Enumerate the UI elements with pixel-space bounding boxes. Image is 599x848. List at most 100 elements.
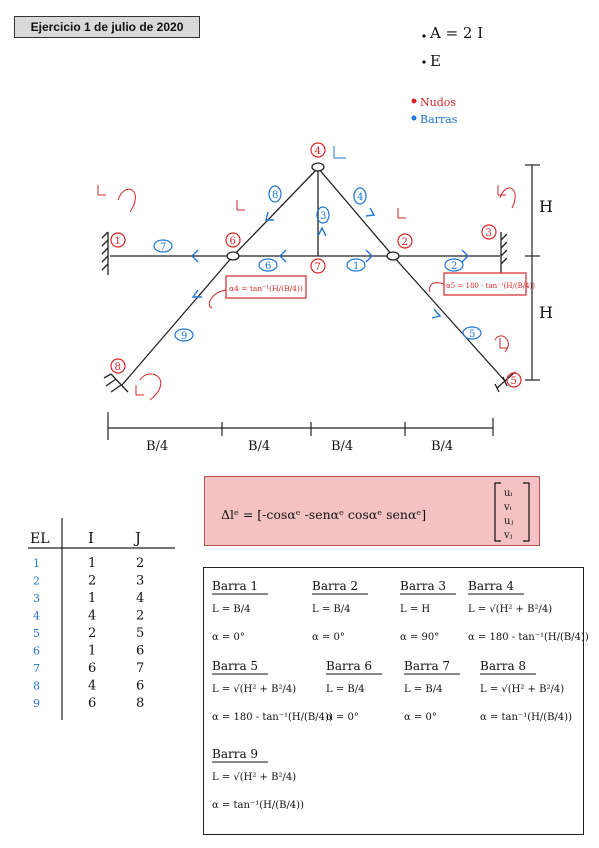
barra-name: Barra 7 — [404, 659, 450, 673]
svg-text:2: 2 — [451, 261, 457, 272]
node-2-label: 2 — [397, 233, 413, 249]
local-axes — [97, 146, 516, 401]
svg-text:1: 1 — [353, 261, 359, 272]
dim-b4-3: B/4 — [331, 439, 353, 454]
barra-name: Barra 5 — [212, 659, 258, 673]
table-cell-j: 7 — [136, 661, 144, 676]
barra-angle: α = 0° — [326, 712, 359, 723]
table-cell-el: 9 — [33, 697, 40, 710]
barra-angle: α = 0° — [404, 712, 437, 723]
barra-length: L = √(H² + B²/4) — [480, 684, 564, 695]
table-cell-i: 4 — [88, 679, 96, 694]
node-8-label: 8 — [110, 358, 126, 374]
barra-name: Barra 9 — [212, 747, 258, 761]
angle-4-text: α4 = tan⁻¹(H/(B/4)) — [229, 284, 303, 293]
bar-7-label: 7 — [153, 239, 173, 253]
barra-length: L = B/4 — [404, 684, 442, 695]
table-cell-j: 2 — [136, 609, 144, 624]
table-cell-i: 6 — [88, 696, 96, 711]
svg-text:8: 8 — [272, 190, 278, 201]
param-area: A = 2 I — [429, 24, 483, 42]
svg-text:3: 3 — [320, 211, 326, 222]
svg-text:7: 7 — [315, 262, 321, 273]
node-1-label: 1 — [110, 232, 126, 248]
table-cell-el: 3 — [33, 592, 40, 605]
barra-card: Barra 2 L = B/4 α = 0° — [312, 579, 368, 643]
table-cell-i: 1 — [88, 591, 96, 606]
barra-card: Barra 3L = Hα = 90° — [400, 579, 456, 643]
barra-angle: α = tan⁻¹(H/(B/4)) — [212, 800, 304, 811]
table-cell-el: 7 — [33, 662, 40, 675]
param-e: E — [430, 52, 441, 70]
table-cell-el: 1 — [33, 557, 40, 570]
table-cell-el: 4 — [33, 610, 40, 623]
barra-length: L = √(H² + B²/4) — [468, 604, 552, 615]
svg-text:3: 3 — [486, 228, 492, 239]
barra-angle: α = 0° — [312, 632, 345, 643]
vector-ui: uᵢ — [504, 488, 512, 499]
table-cell-i: 1 — [88, 556, 96, 571]
bar-8-label: 8 — [268, 185, 282, 203]
barra-angle: α = 180 - tan⁻¹(H/(B/4)) — [212, 712, 333, 723]
member-6-8 — [121, 255, 234, 386]
svg-text:7: 7 — [160, 242, 166, 253]
member-4-2 — [317, 167, 394, 257]
bar-6-label: 6 — [258, 258, 278, 272]
barra-card: Barra 4L = √(H² + B²/4)α = 180 - tan⁻¹(H… — [468, 579, 589, 643]
svg-text:2: 2 — [402, 237, 408, 248]
barra-length: L = √(H² + B²/4) — [212, 772, 296, 783]
svg-text:4: 4 — [357, 192, 363, 203]
barra-length: L = B/4 — [312, 604, 350, 615]
table-cell-j: 3 — [136, 574, 144, 589]
barra-name: Barra 6 — [326, 659, 372, 673]
barras-summary-box: Barra 1 L = B/4 α = 0° Barra 2 L = B/4 α = 0°… — [203, 567, 589, 835]
bar-5-label: 5 — [462, 326, 482, 340]
svg-text:8: 8 — [115, 362, 121, 373]
node-6-label: 6 — [225, 232, 241, 248]
barra-name: Barra 2 — [312, 579, 358, 593]
table-cell-el: 5 — [33, 627, 40, 640]
legend-nudos: Nudos — [420, 96, 456, 109]
barra-name: Barra 1 — [212, 579, 258, 593]
table-header-i: I — [88, 529, 94, 547]
table-cell-i: 1 — [88, 644, 96, 659]
hinge-node-6 — [226, 251, 240, 261]
formula-text: Δlᵉ = [-cosαᵉ -senαᵉ cosαᵉ senαᵉ] — [221, 507, 426, 522]
page-title: Ejercicio 1 de julio de 2020 — [14, 16, 200, 38]
vector-vj: vⱼ — [503, 530, 513, 541]
table-cell-j: 5 — [136, 626, 144, 641]
barra-card: Barra 5L = √(H² + B²/4)α = 180 - tan⁻¹(H… — [212, 659, 333, 723]
legend-barras: Barras — [420, 113, 458, 126]
table-cell-i: 6 — [88, 661, 96, 676]
table-cell-j: 6 — [136, 679, 144, 694]
svg-text:6: 6 — [230, 236, 236, 247]
dim-h-upper: H — [539, 197, 553, 216]
dim-b4-1: B/4 — [146, 439, 168, 454]
barra-card: Barra 9 L = √(H² + B²/4) α = tan⁻¹(H/(B/4)… — [212, 747, 304, 811]
svg-text:6: 6 — [265, 261, 271, 272]
dim-h-lower: H — [539, 303, 553, 322]
bar-9-label: 9 — [174, 328, 194, 342]
node-4-label: 4 — [310, 142, 326, 158]
angle-4-box — [225, 275, 307, 299]
barra-angle: α = 0° — [212, 632, 245, 643]
table-cell-el: 8 — [33, 680, 40, 693]
dim-b4-2: B/4 — [248, 439, 270, 454]
table-cell-j: 4 — [136, 591, 144, 606]
node-5-label: 5 — [506, 372, 522, 388]
hinge-node-2 — [386, 251, 400, 261]
table-cell-j: 2 — [136, 556, 144, 571]
table-header-el: EL — [30, 531, 50, 547]
bar-1-label: 1 — [346, 258, 366, 272]
barra-angle: α = 180 - tan⁻¹(H/(B/4)) — [468, 632, 589, 643]
barra-length: L = H — [400, 604, 430, 615]
vector-uj: uⱼ — [504, 516, 513, 527]
table-cell-el: 2 — [33, 575, 40, 588]
angle-5-text: α5 = 180 - tan⁻¹(H/(B/4)) — [446, 282, 535, 290]
member-2-5 — [392, 255, 506, 382]
vector-vi: vᵢ — [503, 502, 512, 513]
table-cell-el: 6 — [33, 645, 40, 658]
table-cell-i: 4 — [88, 609, 96, 624]
barra-name: Barra 8 — [480, 659, 526, 673]
